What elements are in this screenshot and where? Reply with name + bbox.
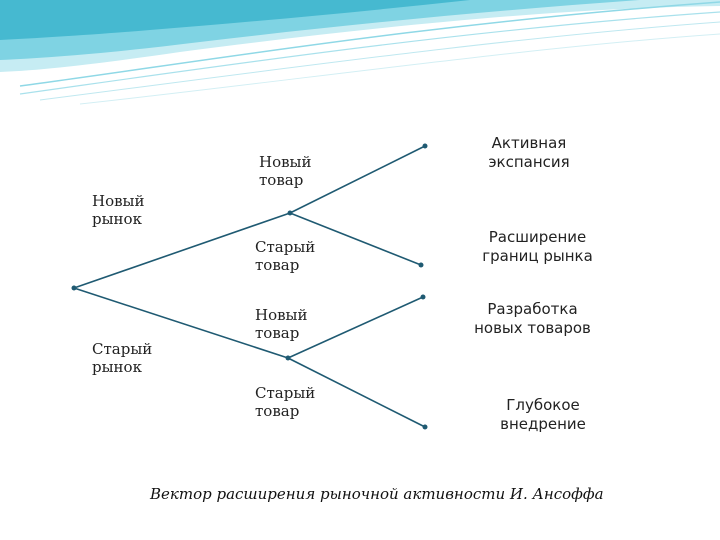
product-label-line1: Новый: [259, 153, 312, 171]
node-old-market: [286, 356, 291, 361]
node-end-1: [423, 144, 428, 149]
tree-branches: [74, 146, 425, 427]
market-label-line2: рынок: [92, 210, 145, 228]
strategy-label-line2: границ рынка: [465, 247, 610, 266]
product-label-3: Новый товар: [255, 306, 308, 342]
node-root: [72, 286, 77, 291]
strategy-label-4: Глубокое внедрение: [478, 396, 608, 434]
product-label-line2: товар: [255, 324, 308, 342]
product-label-line2: товар: [255, 402, 315, 420]
strategy-label-2: Расширение границ рынка: [465, 228, 610, 266]
strategy-label-3: Разработка новых товаров: [460, 300, 605, 338]
branch-old-market-new-product: [288, 297, 423, 358]
strategy-label-line1: Разработка: [460, 300, 605, 319]
node-new-market: [288, 211, 293, 216]
product-label-1: Новый товар: [259, 153, 312, 189]
market-label-new: Новый рынок: [92, 192, 145, 228]
node-end-3: [421, 295, 426, 300]
product-label-4: Старый товар: [255, 384, 315, 420]
product-label-line1: Старый: [255, 238, 315, 256]
strategy-label-line1: Расширение: [465, 228, 610, 247]
product-label-line1: Новый: [255, 306, 308, 324]
node-end-2: [419, 263, 424, 268]
strategy-label-line1: Глубокое: [478, 396, 608, 415]
strategy-label-line1: Активная: [464, 134, 594, 153]
market-label-line1: Новый: [92, 192, 145, 210]
tree-nodes: [72, 144, 428, 430]
product-label-line1: Старый: [255, 384, 315, 402]
strategy-label-1: Активная экспансия: [464, 134, 594, 172]
diagram-caption: Вектор расширения рыночной активности И.…: [150, 485, 604, 503]
market-label-line2: рынок: [92, 358, 152, 376]
market-label-old: Старый рынок: [92, 340, 152, 376]
product-label-line2: товар: [255, 256, 315, 274]
strategy-label-line2: внедрение: [478, 415, 608, 434]
node-end-4: [423, 425, 428, 430]
product-label-line2: товар: [259, 171, 312, 189]
strategy-label-line2: экспансия: [464, 153, 594, 172]
product-label-2: Старый товар: [255, 238, 315, 274]
strategy-label-line2: новых товаров: [460, 319, 605, 338]
market-label-line1: Старый: [92, 340, 152, 358]
